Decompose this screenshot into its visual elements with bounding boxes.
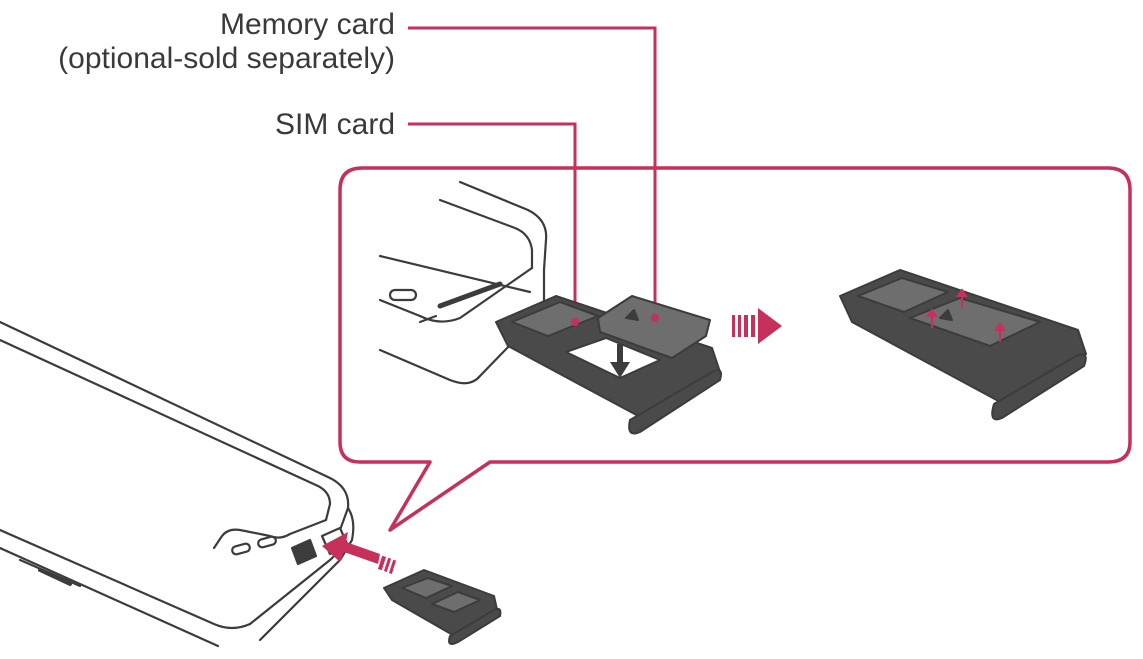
sim-tray-open xyxy=(495,295,722,435)
memory-card xyxy=(597,295,711,359)
insert-down-arrow xyxy=(610,344,630,378)
callout-bubble xyxy=(338,166,1132,532)
right-step-arrow xyxy=(732,308,782,344)
sim-tray-loaded xyxy=(839,269,1087,421)
leader-endpoints xyxy=(571,314,659,326)
phone-corner-closeup xyxy=(378,180,548,385)
phone-illustration xyxy=(0,320,355,648)
memory-card-note: (optional-sold separately) xyxy=(58,42,395,75)
sim-card-leader xyxy=(408,122,577,322)
insert-arrow xyxy=(322,532,397,574)
memory-card-leader xyxy=(408,26,657,318)
memory-card-title: Memory card xyxy=(219,8,395,41)
memory-card-label: Memory card (optional-sold separately) xyxy=(58,8,395,76)
leader-lines xyxy=(408,26,657,322)
seat-arrows xyxy=(926,288,1006,342)
sim-tray-insert xyxy=(383,569,502,645)
sim-card-label: SIM card xyxy=(274,108,395,141)
